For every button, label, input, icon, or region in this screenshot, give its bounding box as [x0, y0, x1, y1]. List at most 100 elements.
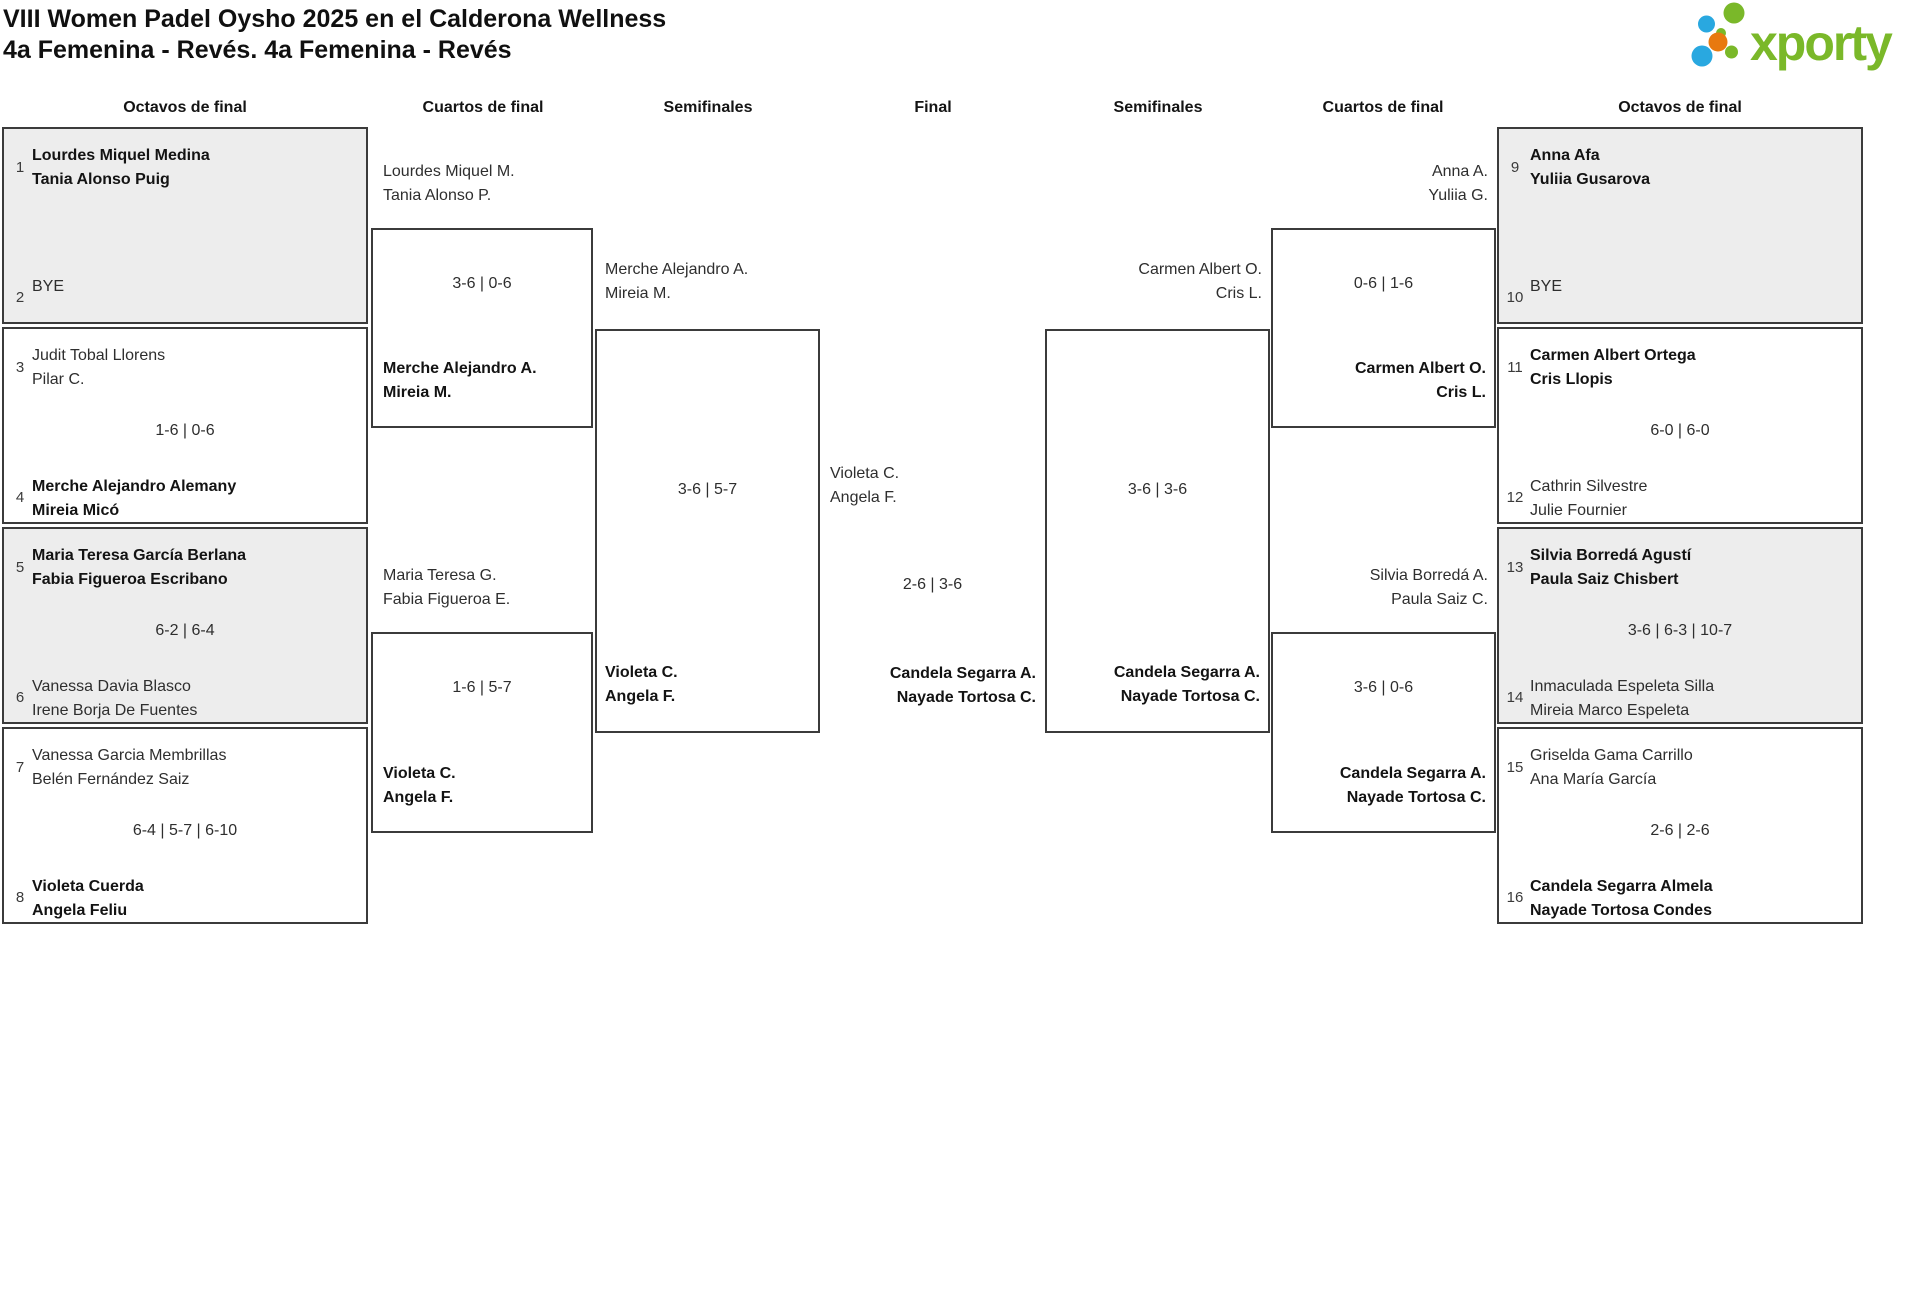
match-box-r16-right-3: 13 Silvia Borredá Agustí Paula Saiz Chis… — [1497, 527, 1863, 724]
team-pair: Inmaculada Espeleta Silla Mireia Marco E… — [1530, 675, 1714, 723]
match-box-r16-right-4: 15 Griselda Gama Carrillo Ana María Garc… — [1497, 727, 1863, 924]
player-name: Fabia Figueroa Escribano — [32, 571, 228, 588]
player-name: Violeta C. — [383, 765, 456, 782]
team-pair: BYE — [1530, 275, 1562, 299]
team-pair: Violeta C. Angela F. — [830, 462, 899, 510]
seed-number: 15 — [1506, 759, 1524, 776]
team-pair: Carmen Albert Ortega Cris Llopis — [1530, 344, 1696, 392]
match-score: 3-6 | 6-3 | 10-7 — [1627, 622, 1733, 639]
player-name: Maria Teresa García Berlana — [32, 547, 247, 564]
team-pair: Cathrin Silvestre Julie Fournier — [1530, 475, 1647, 523]
team-pair: Vanessa Garcia Membrillas Belén Fernánde… — [32, 744, 226, 792]
match-box-sf-right: 3-6 | 3-6 Candela Segarra A. Nayade Tort… — [1045, 329, 1270, 733]
seed-number: 14 — [1506, 689, 1524, 706]
final-match-score: 2-6 | 3-6 — [902, 576, 963, 593]
seed-number: 13 — [1506, 559, 1524, 576]
match-score: 6-2 | 6-4 — [155, 622, 215, 639]
team-pair: Maria Teresa García Berlana Fabia Figuer… — [32, 544, 246, 592]
player-name: Silvia Borredá Agustí — [1530, 547, 1692, 564]
player-name: Inmaculada Espeleta Silla — [1530, 678, 1715, 695]
match-box-r16-right-2: 11 Carmen Albert Ortega Cris Llopis 6-0 … — [1497, 327, 1863, 524]
player-name: Cathrin Silvestre — [1530, 478, 1648, 495]
player-name: Lourdes Miquel M. — [383, 163, 515, 180]
player-name: Mireia M. — [605, 285, 671, 302]
match-box-r16-left-2: 3 Judit Tobal Llorens Pilar C. 1-6 | 0-6… — [2, 327, 368, 524]
logo-dot-orange — [1708, 32, 1728, 52]
player-name: Mireia M. — [383, 384, 452, 401]
player-name: Tania Alonso P. — [383, 187, 492, 204]
player-name: Carmen Albert O. — [1355, 360, 1486, 377]
round-header-octavos-right: Octavos de final — [1618, 99, 1742, 116]
player-name: Julie Fournier — [1530, 502, 1627, 519]
player-name: Maria Teresa G. — [383, 567, 497, 584]
seed-number: 8 — [15, 889, 25, 906]
player-name: Paula Saiz Chisbert — [1530, 571, 1679, 588]
player-name: Yuliia G. — [1428, 187, 1488, 204]
round-header-final: Final — [914, 99, 952, 116]
seed-number: 10 — [1506, 289, 1524, 306]
player-name: Violeta C. — [605, 664, 678, 681]
player-name: Nayade Tortosa C. — [896, 689, 1036, 706]
player-name: Silvia Borredá A. — [1369, 567, 1488, 584]
team-pair: Violeta C. Angela F. — [605, 661, 678, 709]
player-name: Merche Alejandro A. — [383, 360, 537, 377]
team-pair: Candela Segarra A. Nayade Tortosa C. — [1340, 762, 1486, 810]
seed-number: 3 — [15, 359, 25, 376]
seed-number: 5 — [15, 559, 25, 576]
player-name: Carmen Albert Ortega — [1530, 347, 1696, 364]
match-score: 2-6 | 2-6 — [1650, 822, 1710, 839]
player-name: Violeta C. — [830, 465, 900, 482]
match-box-qf-right-1: 0-6 | 1-6 Carmen Albert O. Cris L. — [1271, 228, 1496, 428]
team-pair: Merche Alejandro A. Mireia M. — [383, 357, 537, 405]
player-name: Vanessa Davia Blasco — [32, 678, 191, 695]
player-name: Griselda Gama Carrillo — [1530, 747, 1693, 764]
match-score: 3-6 | 5-7 — [677, 481, 738, 498]
match-score: 6-4 | 5-7 | 6-10 — [132, 822, 238, 839]
player-name: Angela F. — [383, 789, 454, 806]
match-box-r16-left-4: 7 Vanessa Garcia Membrillas Belén Fernán… — [2, 727, 368, 924]
player-name: Candela Segarra Almela — [1530, 878, 1713, 895]
seed-number: 2 — [15, 289, 25, 306]
seed-number: 16 — [1506, 889, 1524, 906]
logo-dot-green-small — [1725, 45, 1738, 59]
player-name: Merche Alejandro A. — [605, 261, 749, 278]
player-name: Cris L. — [1436, 384, 1486, 401]
player-name: Angela Feliu — [32, 902, 128, 919]
team-pair: Silvia Borredá Agustí Paula Saiz Chisber… — [1530, 544, 1691, 592]
match-box-r16-right-1: 9 Anna Afa Yuliia Gusarova 10 BYE — [1497, 127, 1863, 324]
player-name: Cris Llopis — [1530, 371, 1613, 388]
player-name: Cris L. — [1215, 285, 1262, 302]
seed-number: 11 — [1507, 359, 1523, 376]
team-pair: Merche Alejandro Alemany Mireia Micó — [32, 475, 236, 523]
player-name: Judit Tobal Llorens — [32, 347, 166, 364]
match-box-qf-right-2: 3-6 | 0-6 Candela Segarra A. Nayade Tort… — [1271, 632, 1496, 833]
xporty-logo[interactable]: xporty — [1688, 0, 1918, 78]
player-name: Angela F. — [605, 688, 676, 705]
team-pair: Anna Afa Yuliia Gusarova — [1530, 144, 1650, 192]
round-header-semis-right: Semifinales — [1113, 99, 1203, 116]
player-name: Carmen Albert O. — [1138, 261, 1262, 278]
player-name: Candela Segarra A. — [1339, 765, 1486, 782]
match-score: 0-6 | 1-6 — [1353, 275, 1414, 292]
match-score: 1-6 | 5-7 — [452, 679, 512, 696]
logo-dot-blue-large — [1691, 45, 1713, 67]
team-pair: Violeta C. Angela F. — [383, 762, 456, 810]
player-name: Yuliia Gusarova — [1530, 171, 1651, 188]
player-name: Merche Alejandro Alemany — [32, 478, 237, 495]
seed-number: 7 — [15, 759, 25, 776]
seed-number: 9 — [1510, 159, 1520, 176]
player-name: Candela Segarra A. — [889, 665, 1036, 682]
team-pair: Candela Segarra Almela Nayade Tortosa Co… — [1530, 875, 1713, 923]
team-pair: Violeta Cuerda Angela Feliu — [32, 875, 144, 923]
match-box-qf-left-1: 3-6 | 0-6 Merche Alejandro A. Mireia M. — [371, 228, 593, 428]
player-name: Nayade Tortosa C. — [1346, 789, 1486, 806]
player-name: Mireia Micó — [32, 502, 120, 519]
round-header-octavos-left: Octavos de final — [123, 99, 247, 116]
match-score: 1-6 | 0-6 — [155, 422, 215, 439]
player-name: Tania Alonso Puig — [32, 171, 170, 188]
round-header-cuartos-right: Cuartos de final — [1322, 99, 1444, 116]
round-header-cuartos-left: Cuartos de final — [422, 99, 544, 116]
player-name: Vanessa Garcia Membrillas — [32, 747, 227, 764]
team-pair: Lourdes Miquel Medina Tania Alonso Puig — [32, 144, 210, 192]
